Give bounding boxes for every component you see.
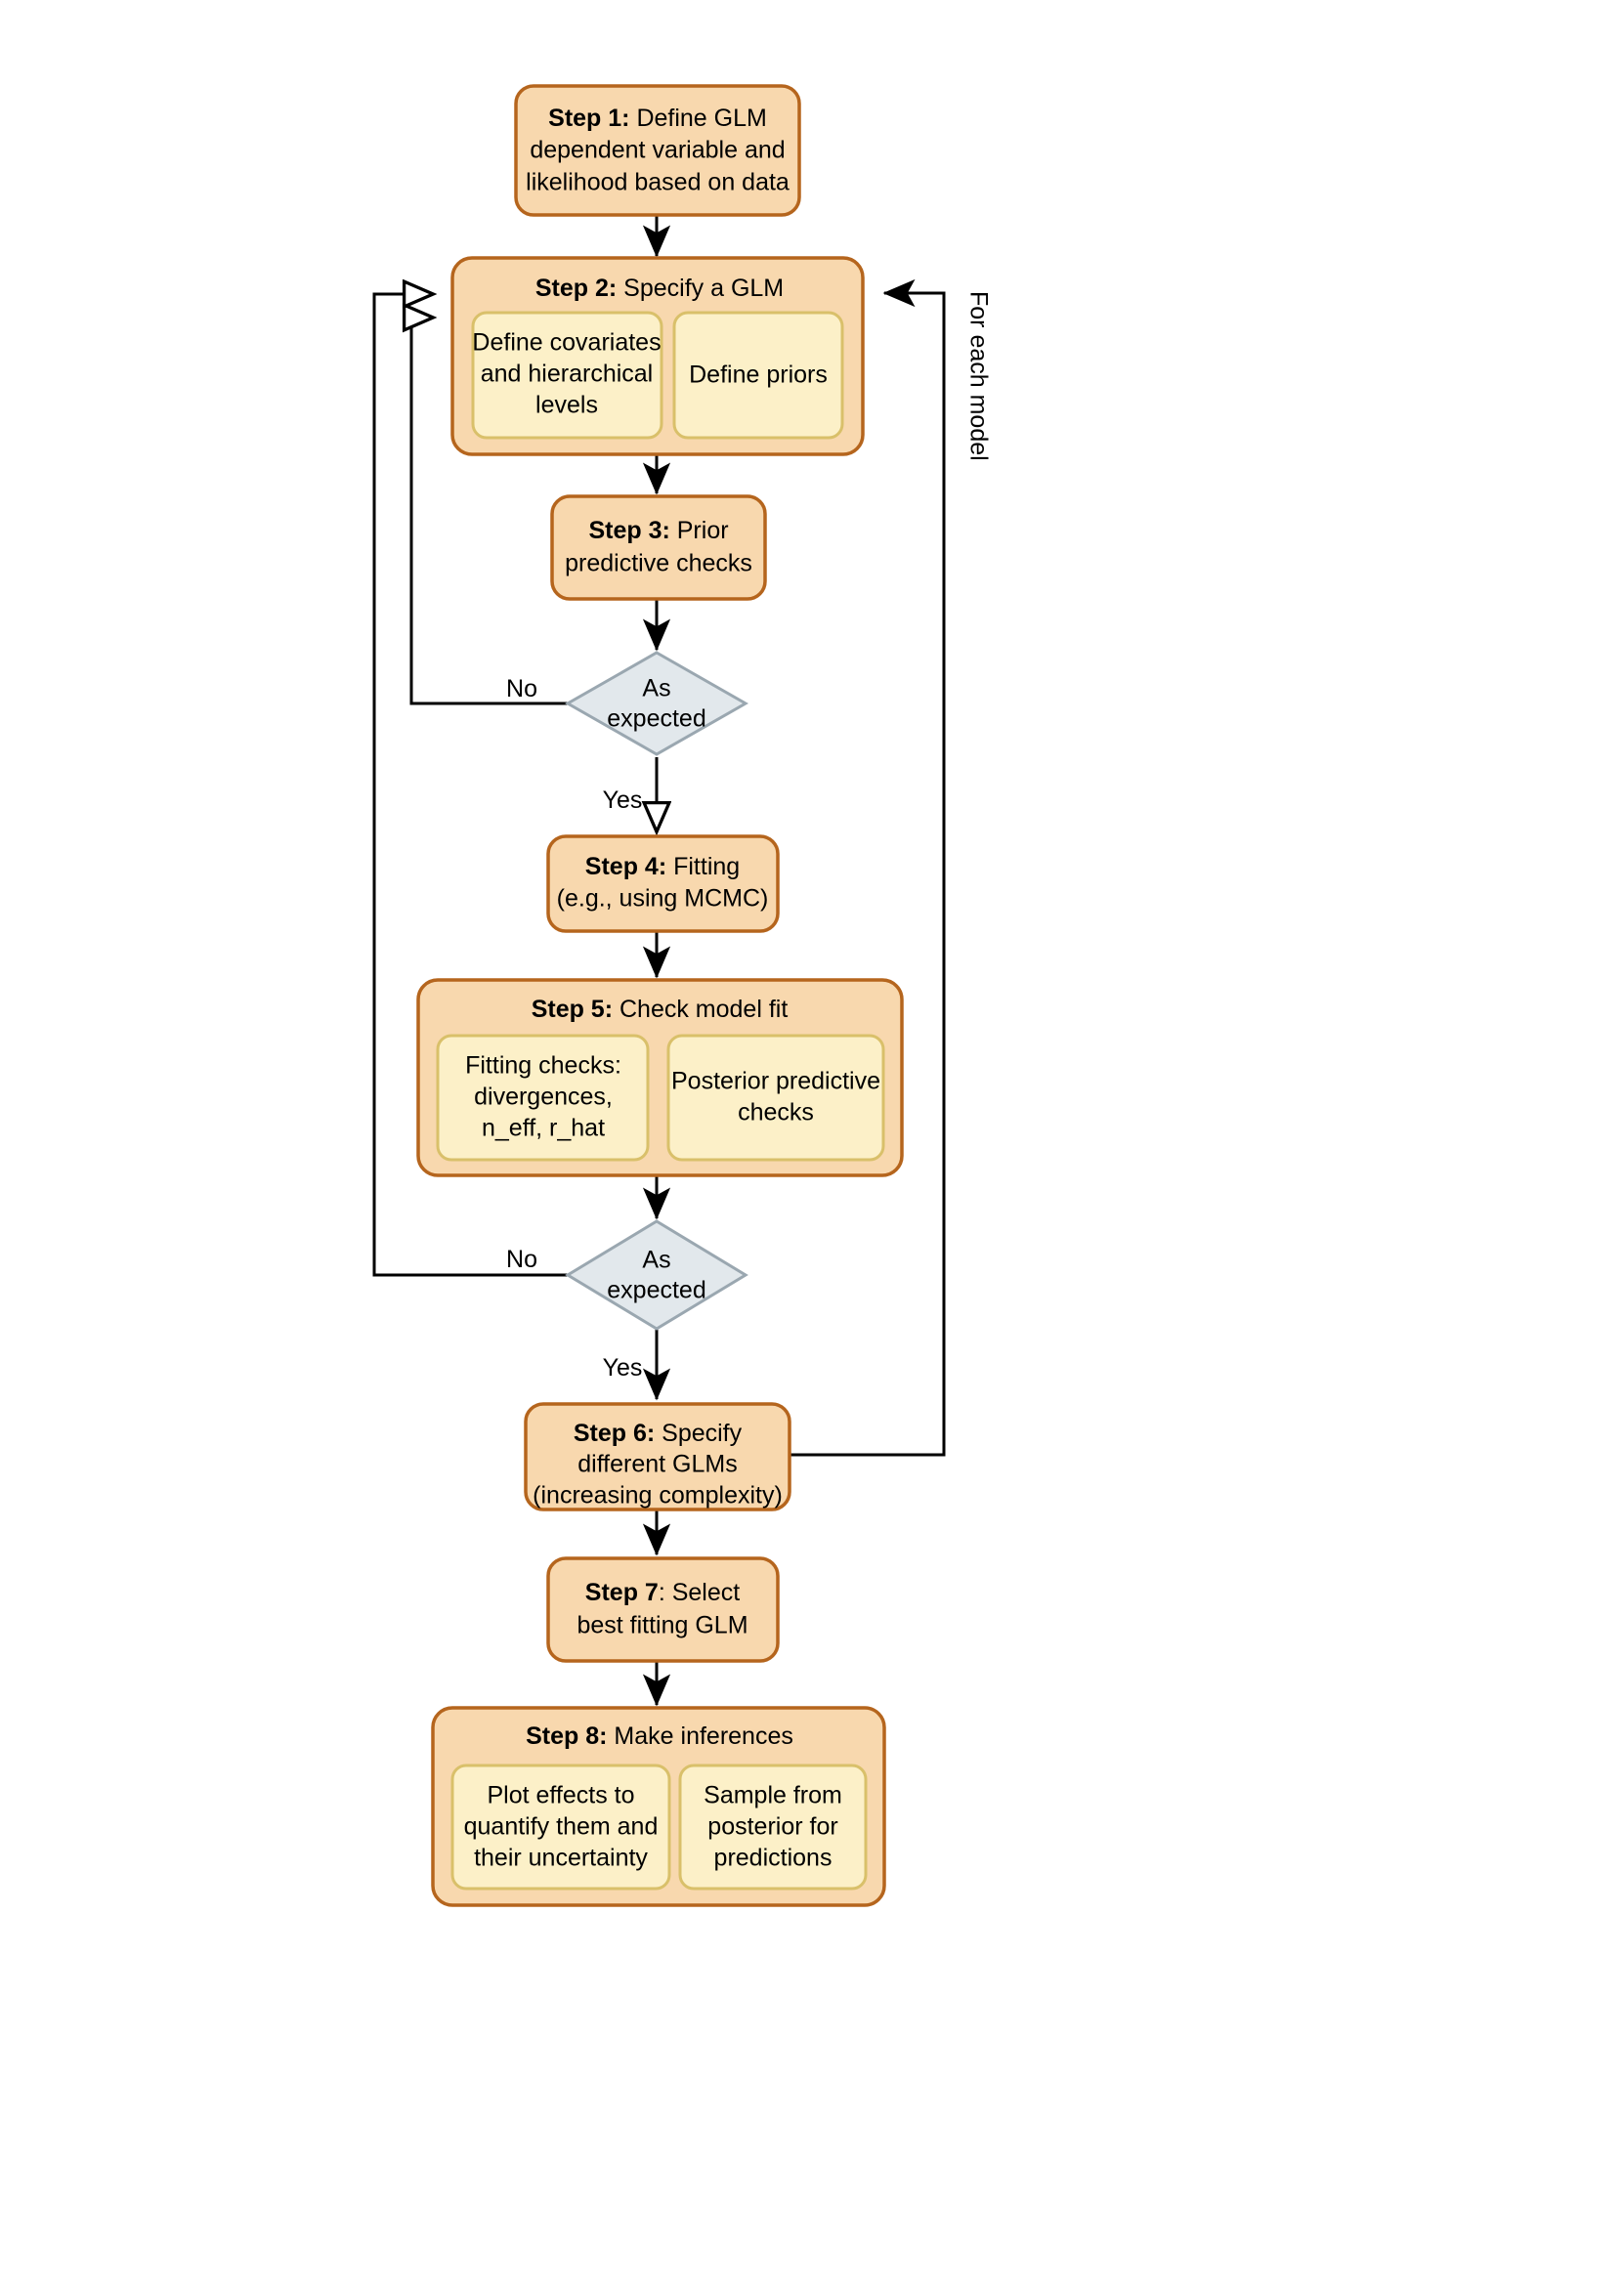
step8-sub2-line1: Sample from [704,1782,842,1809]
step4-label: Step 4: Fitting [585,853,740,880]
step5-header: Step 5: Check model fit [532,996,789,1023]
step1-box[interactable] [514,84,801,217]
step2-header: Step 2: Specify a GLM [535,275,784,302]
node-step8-sub2[interactable]: Sample from posterior for predictions [678,1764,868,1891]
step7-box[interactable] [546,1556,780,1663]
node-step5-sub1[interactable]: Fitting checks: divergences, n_eff, r_ha… [436,1034,650,1162]
step1-label-line3: likelihood based on data [526,169,790,196]
node-step5-sub2[interactable]: Posterior predictive checks [666,1034,885,1162]
node-step1[interactable]: Step 1: Define GLM dependent variable an… [514,84,801,217]
decision2-diamond[interactable] [565,1219,748,1331]
step5-sub1-line3: n_eff, r_hat [482,1115,605,1142]
node-step2[interactable]: Step 2: Specify a GLM Define covariates … [450,256,865,456]
step6-label-line2: different GLMs [577,1451,738,1478]
step7-label: Step 7: Select [585,1579,740,1606]
edge-decision2-no-loop [372,294,598,1277]
step7-label-line2: best fitting GLM [577,1612,747,1639]
step3-label-line2: predictive checks [565,550,752,577]
node-step5[interactable]: Step 5: Check model fit Fitting checks: … [416,978,904,1177]
decision1-line2: expected [607,705,705,733]
node-decision2[interactable]: As expected [565,1219,748,1331]
step3-box[interactable] [550,494,767,601]
step4-box[interactable] [546,834,780,933]
node-step4[interactable]: Step 4: Fitting (e.g., using MCMC) [546,834,780,933]
step2-sub2-box[interactable] [672,311,844,440]
edge-step6-for-each-model-loop [790,278,946,1457]
edge-label-no-1: No [506,675,537,702]
step2-sub1-line3: levels [535,392,598,419]
edges-layer [372,215,946,1707]
step6-box[interactable] [524,1402,791,1511]
node-step8-sub1[interactable]: Plot effects to quantify them and their … [450,1764,671,1891]
step5-sub1-line2: divergences, [474,1084,613,1111]
step2-sub2-line1: Define priors [689,361,828,389]
node-decision1[interactable]: As expected [564,651,749,756]
step5-sub1-line1: Fitting checks: [465,1052,621,1080]
step2-sub1-box[interactable] [471,311,663,440]
edge-label-no-2: No [506,1246,537,1273]
step5-sub1-box[interactable] [436,1034,650,1162]
step8-sub2-line3: predictions [714,1845,833,1872]
step8-sub1-line2: quantify them and [464,1813,659,1841]
step5-sub2-line2: checks [738,1099,814,1127]
decision1-line1: As [642,675,670,702]
step8-sub1-line1: Plot effects to [487,1782,634,1809]
step6-label: Step 6: Specify [574,1420,743,1447]
decision2-line2: expected [607,1277,705,1304]
step8-sub1-line3: their uncertainty [474,1845,648,1872]
step3-label: Step 3: Prior [588,517,728,544]
node-step3[interactable]: Step 3: Prior predictive checks [550,494,767,601]
step1-label-line2: dependent variable and [530,137,785,164]
step4-label-line2: (e.g., using MCMC) [557,885,769,913]
edge-labels-layer: No Yes No Yes For each model [506,291,992,1382]
step8-sub2-line2: posterior for [707,1813,837,1841]
node-step2-sub1[interactable]: Define covariates and hierarchical level… [471,311,663,440]
node-step7[interactable]: Step 7: Select best fitting GLM [546,1556,780,1663]
edge-label-yes-2: Yes [603,1354,643,1382]
step8-header: Step 8: Make inferences [526,1722,793,1750]
step8-sub1-box[interactable] [450,1764,671,1891]
node-step6[interactable]: Step 6: Specify different GLMs (increasi… [524,1402,791,1511]
edge-label-yes-1: Yes [603,787,643,814]
decision1-diamond[interactable] [564,651,749,756]
step6-label-line3: (increasing complexity) [533,1482,783,1509]
decision2-line1: As [642,1247,670,1274]
step5-sub2-box[interactable] [666,1034,885,1162]
node-step2-sub2[interactable]: Define priors [672,311,844,440]
node-step8[interactable]: Step 8: Make inferences Plot effects to … [431,1706,886,1907]
edge-decision1-no-loop [411,318,598,705]
step1-label: Step 1: Define GLM [548,105,767,132]
edge-label-for-each-model: For each model [964,291,992,461]
step2-sub1-line1: Define covariates [472,329,661,357]
step5-sub2-line1: Posterior predictive [671,1068,880,1095]
step2-sub1-line2: and hierarchical [481,361,654,388]
step8-sub2-box[interactable] [678,1764,868,1891]
